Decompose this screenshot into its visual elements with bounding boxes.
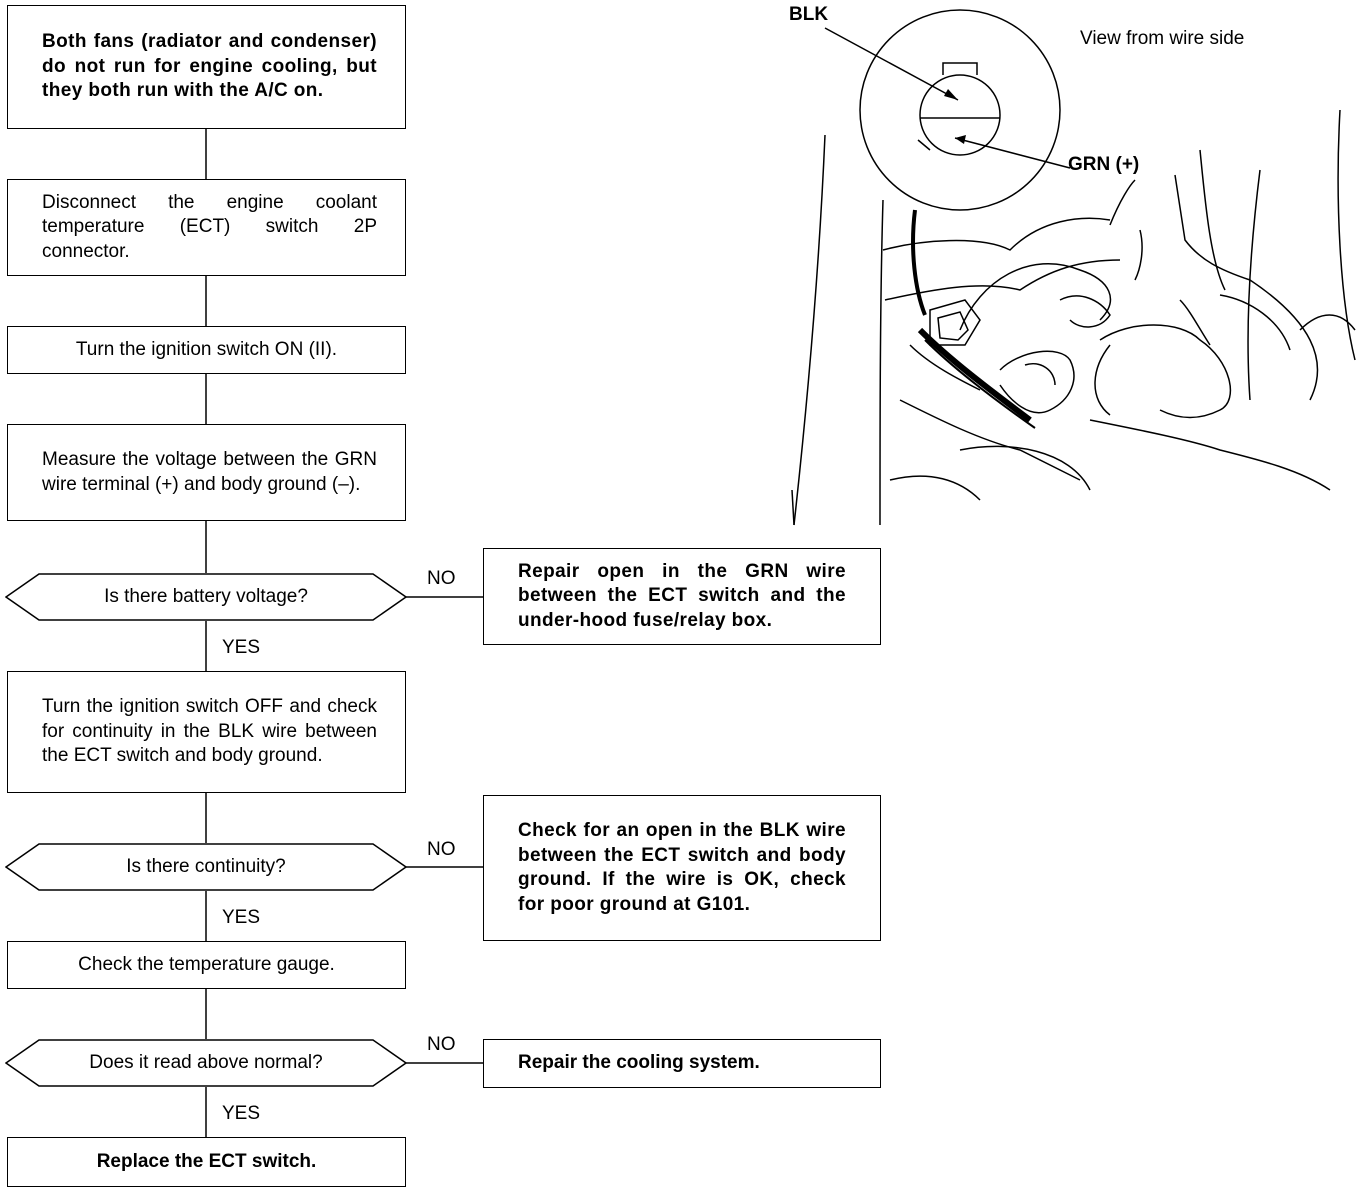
outcome-repair-cooling: Repair the cooling system. bbox=[483, 1039, 881, 1088]
view-label: View from wire side bbox=[1080, 28, 1245, 49]
decision-label: Does it read above normal? bbox=[89, 1052, 323, 1073]
branch-no-label: NO bbox=[427, 568, 456, 589]
decision-shape bbox=[4, 843, 408, 891]
blk-wire-label: BLK bbox=[789, 4, 829, 25]
decision-above-normal: Does it read above normal? bbox=[4, 1039, 408, 1087]
decision-shape bbox=[4, 1039, 408, 1087]
branch-yes-label: YES bbox=[222, 907, 261, 928]
branch-yes-label: YES bbox=[222, 1103, 261, 1124]
decision-label: Is there continuity? bbox=[126, 856, 286, 877]
step-measure-voltage: Measure the voltage between the GRN wire… bbox=[7, 424, 406, 521]
step-ignition-on: Turn the ignition switch ON (II). bbox=[7, 326, 406, 374]
branch-no-label: NO bbox=[427, 1034, 456, 1055]
engine-illustration bbox=[791, 9, 1356, 526]
connector-illustration: BLK GRN (+) View from wire side bbox=[780, 0, 1360, 530]
branch-yes-label: YES bbox=[222, 637, 261, 658]
step-ignition-off-continuity: Turn the ignition switch OFF and check f… bbox=[7, 671, 406, 793]
decision-label: Is there battery voltage? bbox=[104, 586, 308, 607]
grn-wire-label: GRN (+) bbox=[1068, 154, 1140, 175]
decision-shape bbox=[4, 573, 408, 621]
branch-no-label: NO bbox=[427, 839, 456, 860]
decision-continuity: Is there continuity? bbox=[4, 843, 408, 891]
step-check-gauge: Check the temperature gauge. bbox=[7, 941, 406, 989]
step-replace-switch: Replace the ECT switch. bbox=[7, 1137, 406, 1187]
outcome-repair-grn-wire: Repair open in the GRN wire between the … bbox=[483, 548, 881, 645]
outcome-check-blk-wire: Check for an open in the BLK wire betwee… bbox=[483, 795, 881, 941]
step-disconnect-connector: Disconnect the engine coolant temperatur… bbox=[7, 179, 406, 276]
decision-battery-voltage: Is there battery voltage? bbox=[4, 573, 408, 621]
step-start: Both fans (radiator and condenser) do no… bbox=[7, 5, 406, 129]
